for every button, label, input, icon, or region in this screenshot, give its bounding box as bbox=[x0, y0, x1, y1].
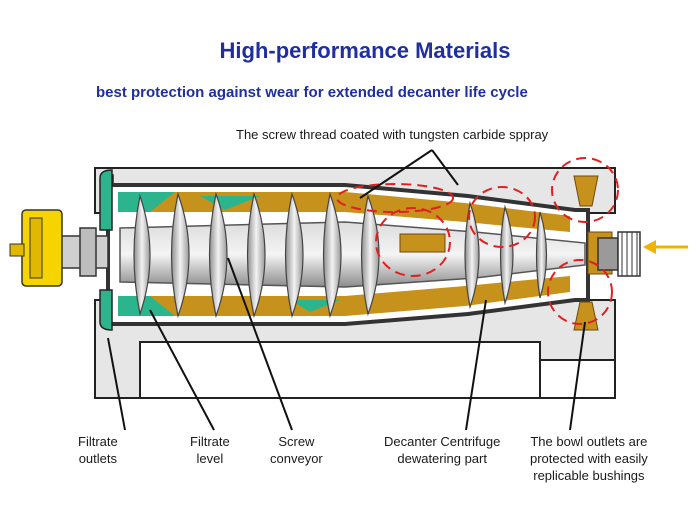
filtrate-outlets-label: Filtrate outlets bbox=[78, 434, 118, 466]
bowl-outlets-label: The bowl outlets are protected with easi… bbox=[530, 434, 648, 483]
feed-arrow-icon bbox=[643, 240, 688, 254]
wear-highlight-circles bbox=[336, 157, 619, 325]
page-title: High-performance Materials bbox=[219, 38, 511, 63]
feed-spindle bbox=[597, 231, 641, 277]
screw-flights bbox=[133, 191, 548, 319]
screw-thread-callout: The screw thread coated with tungsten ca… bbox=[236, 127, 549, 142]
screw-conveyor-label: Screw conveyor bbox=[270, 434, 323, 466]
filtrate-level-label: Filtrate level bbox=[190, 434, 230, 466]
dewatering-part-label: Decanter Centrifuge dewatering part bbox=[384, 434, 501, 466]
page-subtitle: best protection against wear for extende… bbox=[96, 84, 528, 101]
callout-pointers bbox=[107, 149, 586, 431]
drive-assembly bbox=[9, 209, 109, 287]
